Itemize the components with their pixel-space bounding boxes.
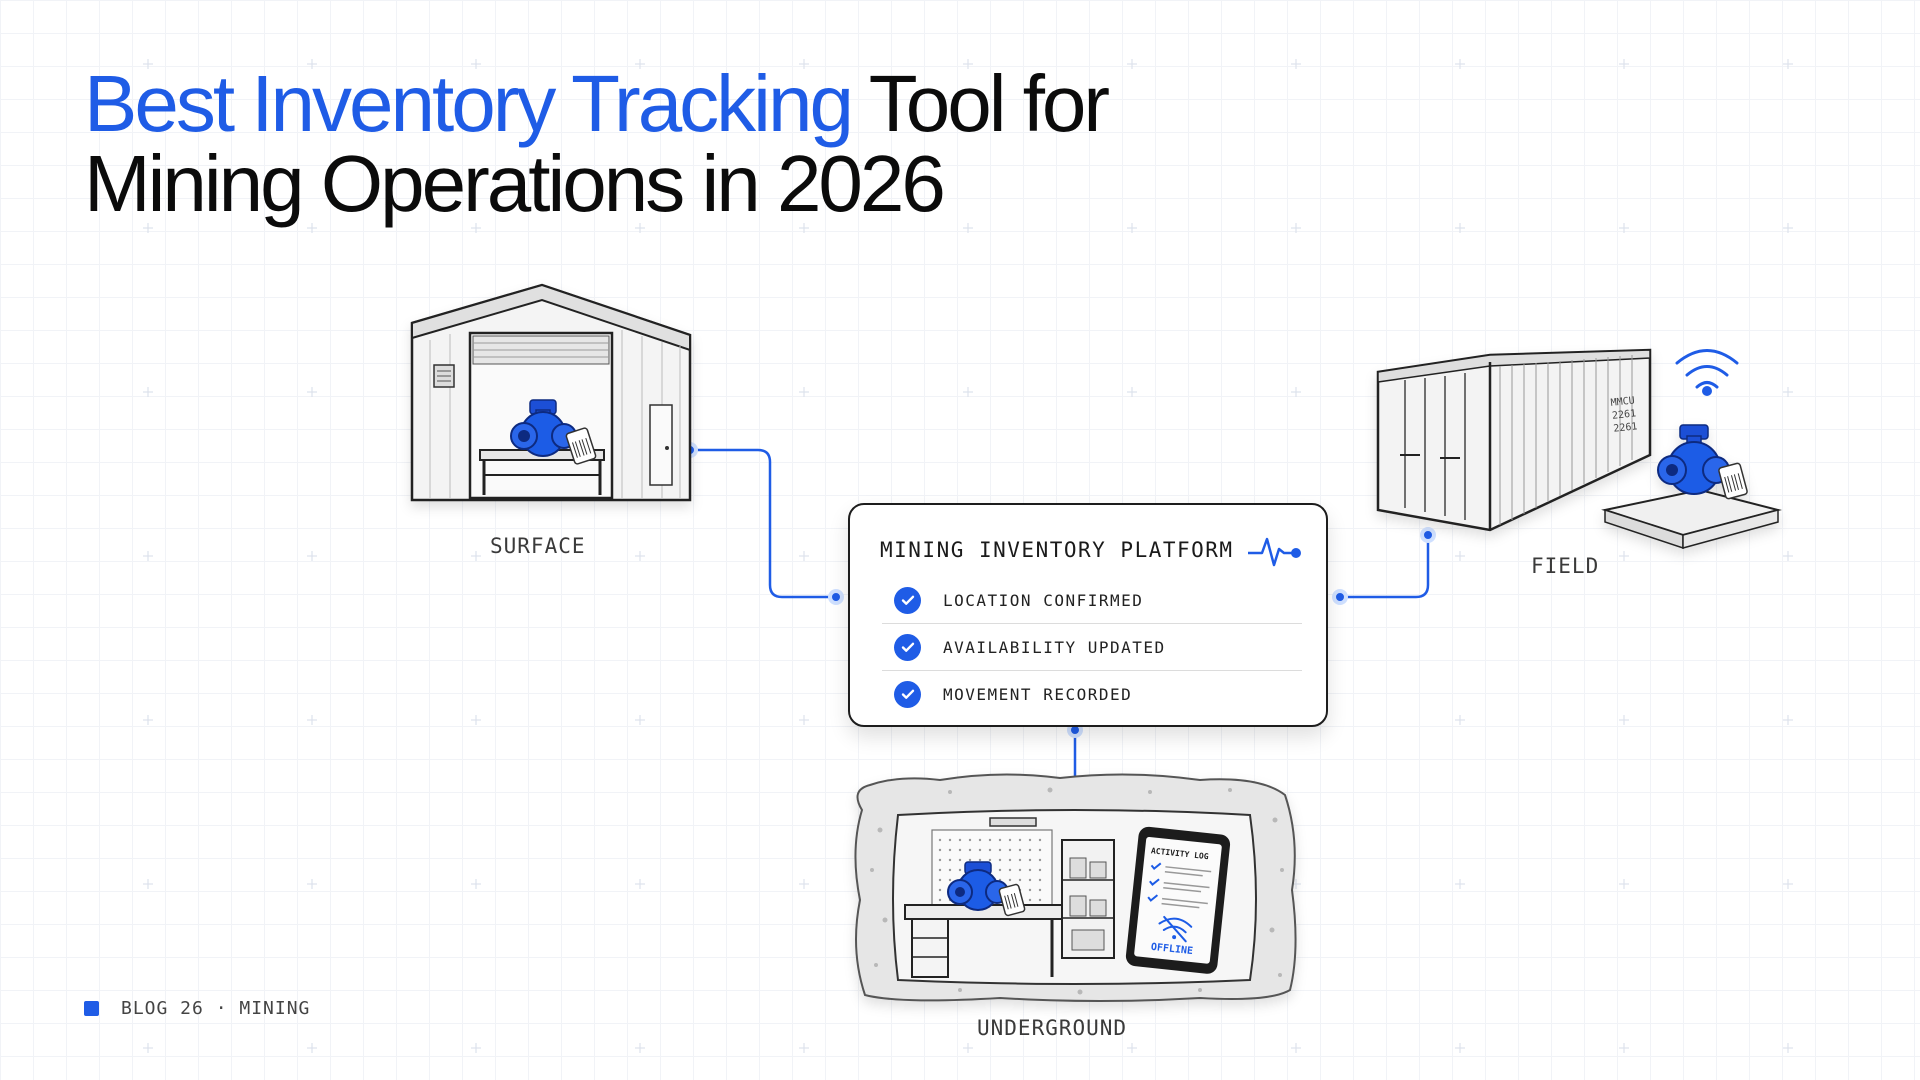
- check-icon: [894, 633, 921, 661]
- title-highlight: Best Inventory Tracking: [84, 59, 854, 148]
- status-list: LOCATION CONFIRMED AVAILABILITY UPDATED …: [882, 577, 1302, 717]
- platform-title: MINING INVENTORY PLATFORM: [880, 538, 1234, 562]
- status-label: MOVEMENT RECORDED: [943, 684, 1133, 704]
- footer-text: BLOG 26 · MINING: [121, 998, 311, 1019]
- status-row-movement: MOVEMENT RECORDED: [882, 671, 1302, 717]
- status-row-location: LOCATION CONFIRMED: [882, 577, 1302, 624]
- connector-surface: [690, 448, 836, 599]
- wifi-offline-icon: [1158, 915, 1193, 943]
- wifi-signal-icon: [1675, 349, 1739, 396]
- status-label: AVAILABILITY UPDATED: [943, 637, 1166, 657]
- barcode-tag-icon: [1718, 462, 1748, 500]
- node-label-surface: SURFACE: [490, 534, 586, 558]
- node-label-field: FIELD: [1531, 554, 1600, 578]
- check-icon: [894, 680, 921, 708]
- warehouse-illustration: [410, 283, 692, 502]
- platform-card: MINING INVENTORY PLATFORM LOCATION CONFI…: [848, 503, 1328, 727]
- pulse-icon: [1248, 537, 1301, 567]
- tablet-status: OFFLINE: [1150, 942, 1193, 957]
- title-line2: Mining Operations in 2026: [84, 139, 946, 228]
- status-row-availability: AVAILABILITY UPDATED: [882, 624, 1302, 671]
- node-label-underground: UNDERGROUND: [977, 1016, 1128, 1040]
- page-title: Best Inventory Tracking Tool for Mining …: [84, 64, 1110, 224]
- tablet-device-icon: ACTIVITY LOG OFFLINE: [1125, 826, 1231, 974]
- valve-icon: [1657, 424, 1730, 495]
- valve-icon: [510, 399, 577, 457]
- container-marking-line3: 2261: [1613, 421, 1638, 434]
- barcode-tag-icon: [565, 427, 597, 465]
- cave-illustration: ACTIVITY LOG OFFLINE: [854, 773, 1297, 1002]
- connector-field: [1340, 535, 1430, 599]
- status-label: LOCATION CONFIRMED: [943, 590, 1144, 610]
- title-line1-rest: Tool for: [850, 59, 1110, 148]
- valve-icon: [947, 861, 1009, 911]
- check-icon: [894, 586, 921, 614]
- container-illustration: MMCU 2261 2261: [1376, 348, 1782, 550]
- container-marking-line2: 2261: [1612, 408, 1637, 421]
- footer-square-icon: [84, 1001, 99, 1016]
- container-marking-line1: MMCU: [1610, 395, 1635, 408]
- container-marking: MMCU 2261 2261: [1610, 395, 1638, 434]
- barcode-tag-icon: [998, 883, 1026, 917]
- footer-tag: BLOG 26 · MINING: [84, 998, 310, 1019]
